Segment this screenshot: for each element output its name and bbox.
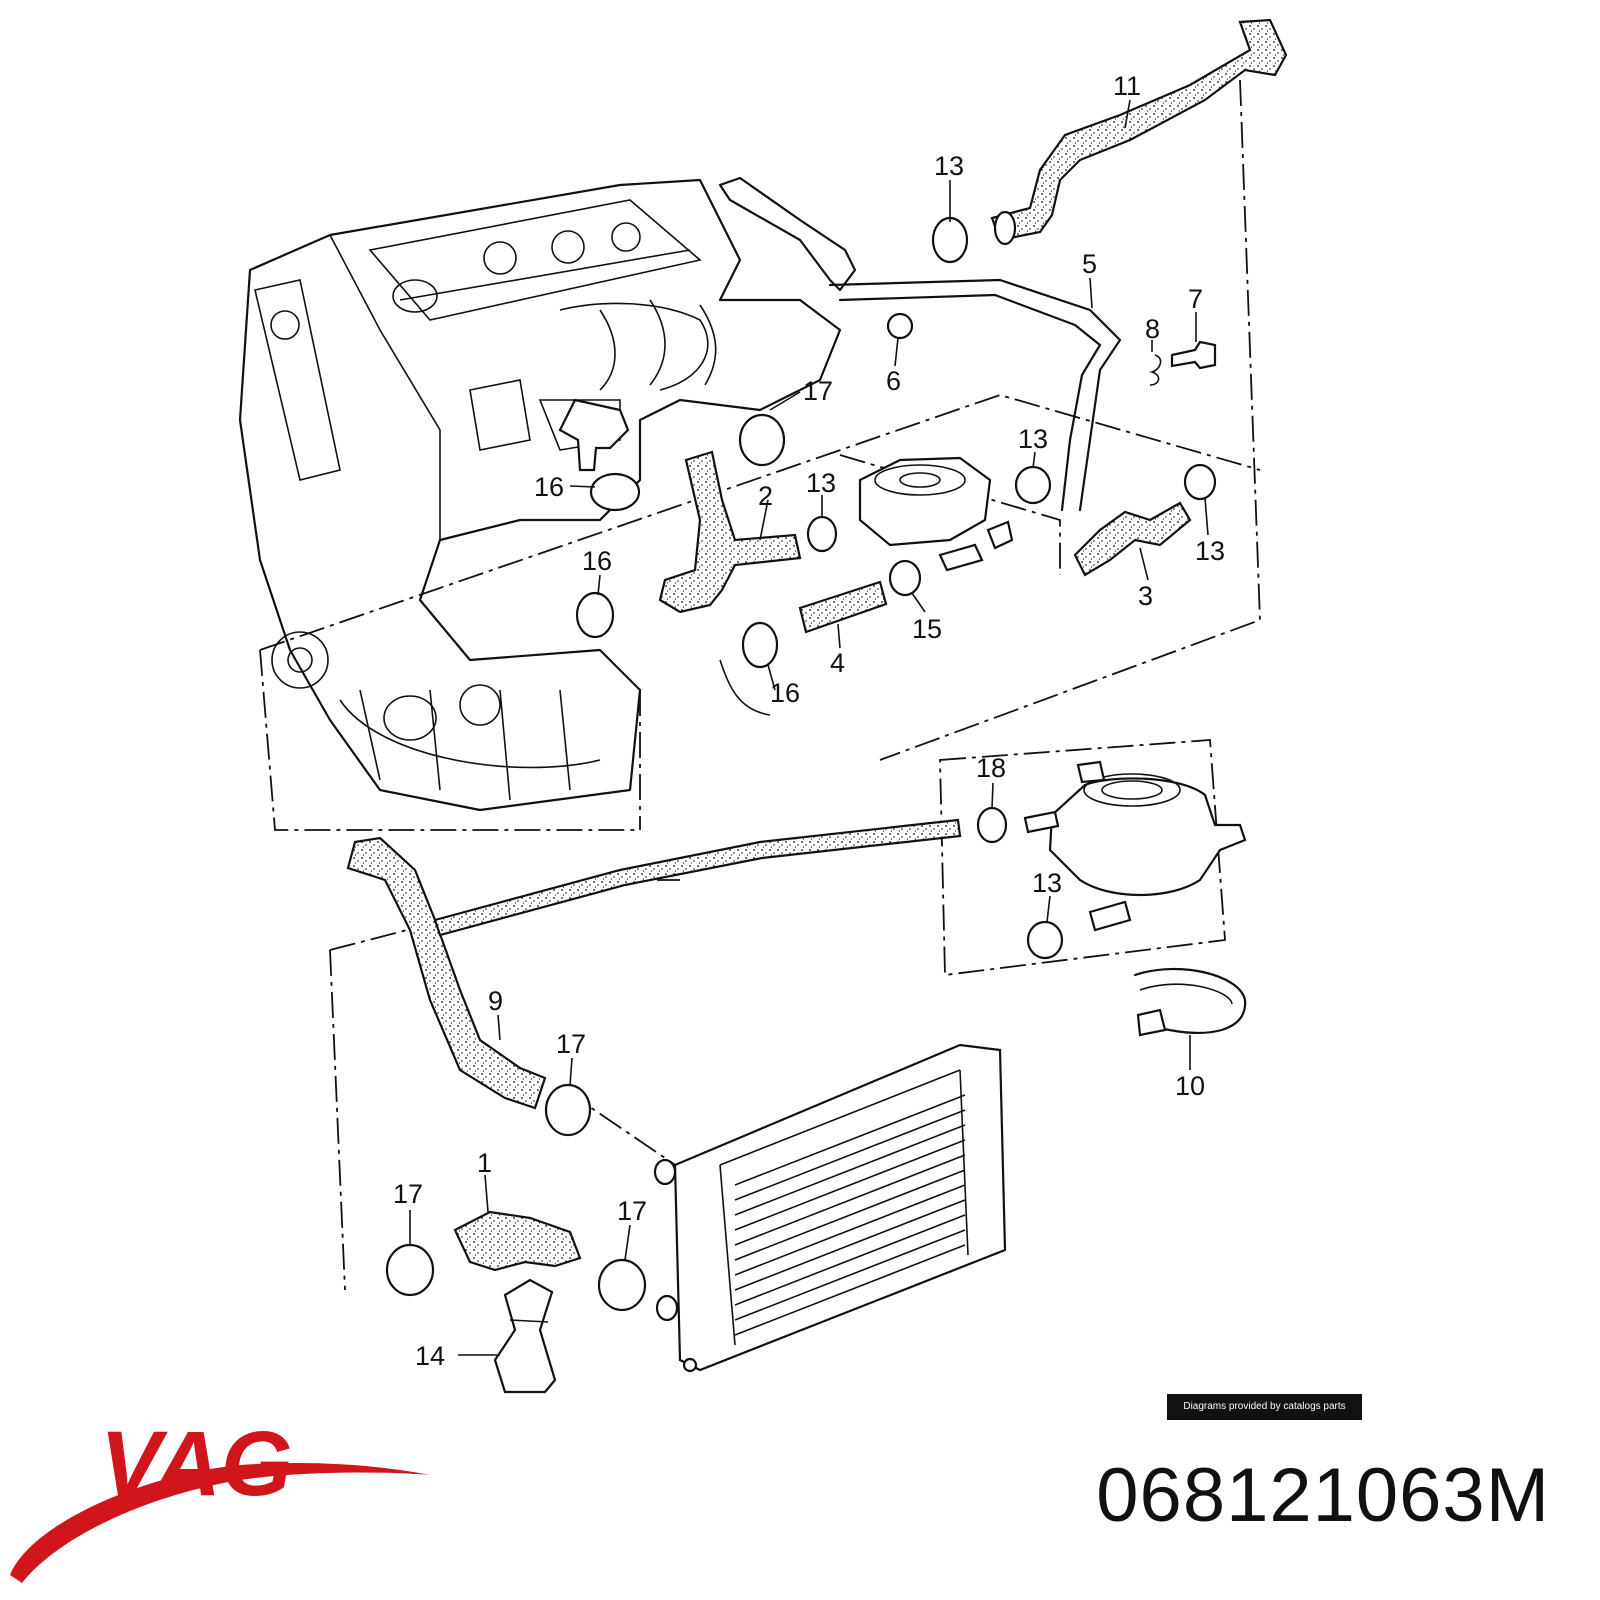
overflow-hose (433, 818, 962, 937)
part-number: 068121063M (1096, 1453, 1550, 1538)
hose-5-pipe (828, 278, 1122, 512)
hose-5-pipe-inner (838, 293, 1102, 512)
hose-1 (453, 1210, 582, 1272)
callout-6: 6 (886, 366, 901, 396)
hose-9 (346, 836, 547, 1110)
callout-4: 4 (830, 648, 845, 678)
engine-block (238, 178, 842, 812)
clamp-13-mid (1014, 465, 1052, 505)
hose-end-11 (993, 210, 1017, 246)
callout-11: 11 (1113, 71, 1141, 101)
callout-13: 13 (1195, 536, 1225, 566)
clamp-18 (976, 806, 1008, 844)
callout-2: 2 (758, 481, 773, 511)
callout-13: 13 (1032, 868, 1062, 898)
callout-17: 17 (556, 1029, 586, 1059)
clamp-16-left (589, 472, 641, 512)
callout-5: 5 (1082, 249, 1097, 279)
thermostat-housing (858, 456, 1014, 572)
callout-15: 15 (912, 614, 942, 644)
callout-17: 17 (617, 1196, 647, 1226)
hose-4 (798, 580, 888, 634)
assembly-boundary-lines (259, 79, 1261, 1291)
expansion-tank (1023, 760, 1247, 932)
clamp-16-low (741, 621, 779, 669)
clamp-17-mid (544, 1083, 592, 1137)
callout-13: 13 (806, 468, 836, 498)
callout-8: 8 (1145, 314, 1160, 344)
callout-13: 13 (1018, 424, 1048, 454)
hose-2 (658, 450, 802, 614)
clamp-17-left (385, 1243, 435, 1297)
hose-11 (990, 18, 1288, 242)
callout-14: 14 (415, 1341, 445, 1371)
clamp-band-10 (1133, 967, 1247, 1037)
clamp-13-center (806, 515, 838, 553)
clamp-17-upper (738, 413, 786, 467)
bracket-14 (493, 1278, 557, 1394)
clamp-15 (888, 559, 922, 597)
clamp-13-right (1183, 463, 1217, 501)
hoses (346, 18, 1288, 1272)
hose-3 (1073, 501, 1192, 577)
callout-16: 16 (582, 546, 612, 576)
callout-7: 7 (1188, 284, 1203, 314)
callout-16: 16 (770, 678, 800, 708)
callout-18: 18 (976, 753, 1006, 783)
brand-name: VAG (100, 1413, 293, 1515)
callouts: 11 13 5 7 8 6 17 13 13 16 2 13 3 16 15 4… (393, 71, 1225, 1371)
nut-6 (886, 312, 914, 340)
radiator (653, 1043, 1007, 1373)
callout-3: 3 (1138, 581, 1153, 611)
bolt-7 (1170, 340, 1217, 370)
clamp-17-right (597, 1258, 647, 1312)
callout-10: 10 (1175, 1071, 1205, 1101)
callout-16: 16 (534, 472, 564, 502)
callout-17: 17 (803, 376, 833, 406)
clamp-13-tank (1026, 920, 1064, 960)
callout-1: 1 (477, 1148, 492, 1178)
seal-8 (1148, 354, 1162, 386)
logo-swoosh (10, 1463, 430, 1583)
leader-lines (409, 99, 1209, 1356)
connector-16 (558, 398, 630, 472)
top-pipe (718, 176, 857, 292)
diagram-credit-badge: Diagrams provided by catalogs parts (1167, 1394, 1362, 1420)
callout-17: 17 (393, 1179, 423, 1209)
callout-9: 9 (488, 986, 503, 1016)
clamp-13-top (931, 216, 969, 264)
callout-13: 13 (934, 151, 964, 181)
vag-logo: VAG (10, 1413, 430, 1583)
clamp-16-mid (575, 591, 615, 639)
